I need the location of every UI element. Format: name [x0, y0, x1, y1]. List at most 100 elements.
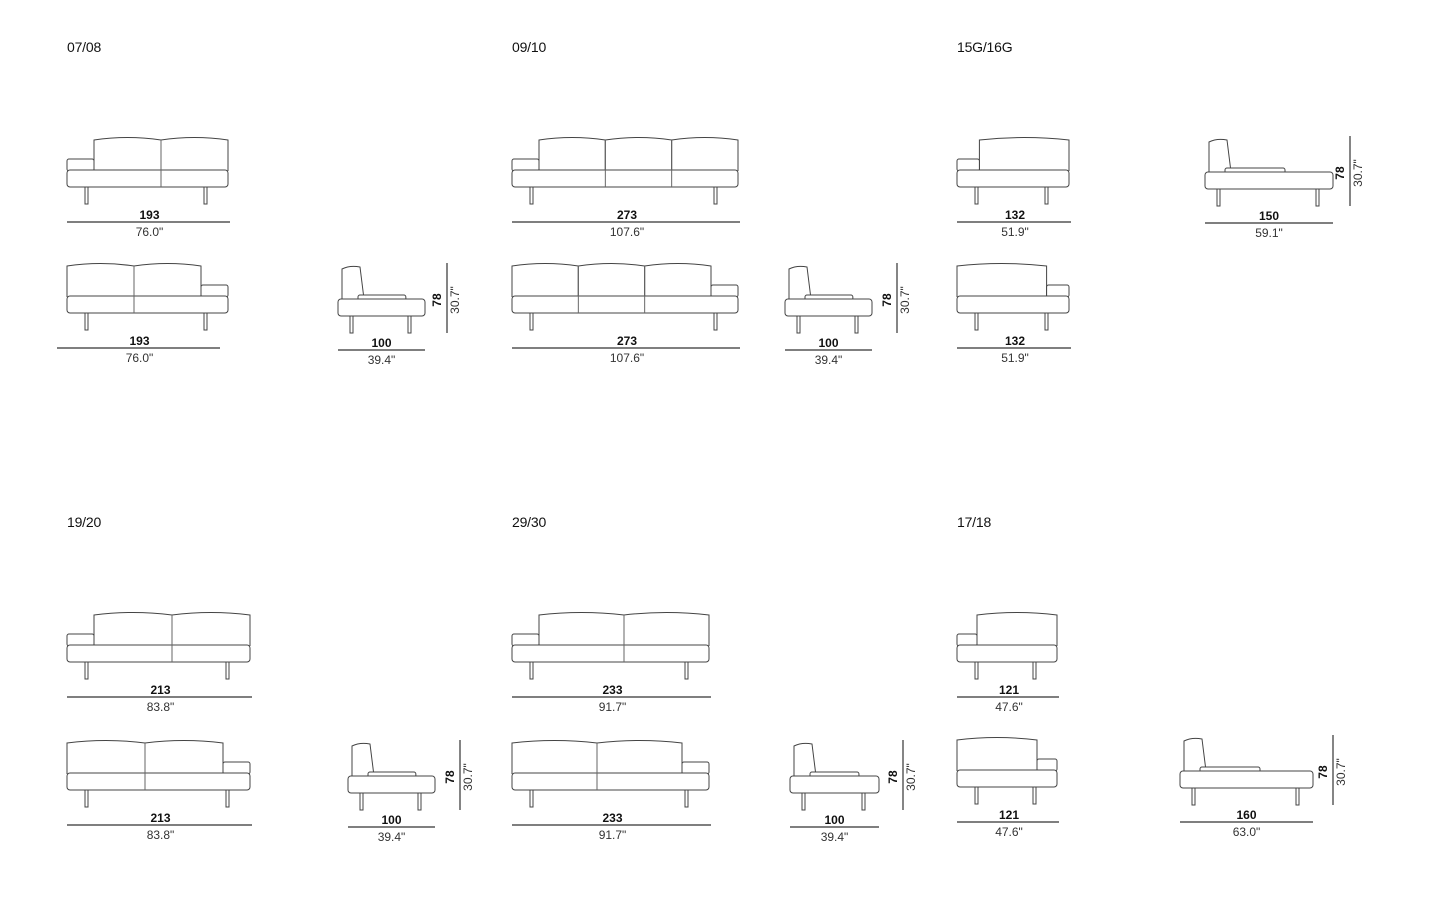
leg — [84, 186, 89, 205]
leg — [529, 186, 534, 205]
width-cm-label: 233 — [602, 811, 622, 825]
seat-base — [789, 775, 880, 794]
back-cushion — [577, 263, 646, 297]
back-cushion — [793, 742, 817, 777]
seat-base — [956, 169, 1070, 188]
back-cushion — [976, 612, 1058, 646]
width-cm-label: 132 — [1005, 334, 1025, 348]
height-cm-label: 78 — [886, 770, 900, 784]
leg — [203, 186, 208, 205]
width-inch-label: 51.9" — [1001, 351, 1029, 365]
armrest — [1036, 758, 1058, 772]
back-cushion — [93, 612, 173, 646]
armrest — [1046, 284, 1070, 298]
group-title-09-10: 09/10 — [512, 39, 547, 55]
width-cm-label: 193 — [129, 334, 149, 348]
width-inch-label: 107.6" — [610, 225, 644, 239]
depth-cm-label: 100 — [818, 336, 838, 350]
back-cushion — [596, 740, 683, 774]
depth-inch-label: 63.0" — [1233, 825, 1261, 839]
depth-inch-label: 39.4" — [378, 830, 406, 844]
back-cushion — [623, 612, 710, 646]
width-inch-label: 107.6" — [610, 351, 644, 365]
seat-base — [347, 775, 436, 794]
width-inch-label: 76.0" — [136, 225, 164, 239]
leg — [1216, 188, 1221, 207]
sofa-front-view: 132 51.9" — [956, 263, 1071, 365]
back-cushion — [341, 265, 365, 300]
depth-cm-label: 100 — [824, 813, 844, 827]
leg — [529, 312, 534, 331]
depth-inch-label: 59.1" — [1255, 226, 1283, 240]
width-cm-label: 213 — [150, 683, 170, 697]
group-title-07-08: 07/08 — [67, 39, 102, 55]
back-cushion — [956, 263, 1048, 297]
width-cm-label: 193 — [139, 208, 159, 222]
leg — [407, 315, 412, 334]
leg — [84, 312, 89, 331]
height-cm-label: 78 — [880, 293, 894, 307]
armrest — [956, 633, 978, 647]
seat-base — [66, 295, 229, 314]
leg — [84, 789, 89, 808]
back-cushion — [788, 265, 812, 300]
leg — [854, 315, 859, 334]
seat-base — [337, 298, 426, 317]
armrest — [956, 158, 980, 172]
height-inch-label: 30.7" — [461, 763, 475, 791]
leg — [225, 789, 230, 808]
depth-inch-label: 39.4" — [815, 353, 843, 367]
height-cm-label: 78 — [1333, 166, 1347, 180]
group-title-29-30: 29/30 — [512, 514, 547, 530]
seat-base — [66, 644, 251, 663]
armrest — [511, 158, 540, 172]
back-cushion — [1208, 138, 1232, 173]
back-cushion — [644, 263, 712, 297]
leg — [1032, 786, 1037, 805]
leg — [1191, 787, 1196, 806]
armrest — [66, 158, 95, 172]
seat-base — [956, 644, 1058, 663]
seat-base — [956, 295, 1070, 314]
width-inch-label: 83.8" — [147, 700, 175, 714]
seat-base — [66, 772, 251, 791]
depth-inch-label: 39.4" — [821, 830, 849, 844]
seat-base — [511, 772, 710, 791]
back-cushion — [978, 137, 1070, 171]
leg — [359, 792, 364, 811]
width-inch-label: 83.8" — [147, 828, 175, 842]
leg — [801, 792, 806, 811]
leg — [796, 315, 801, 334]
back-cushion — [538, 137, 606, 171]
group-title-15g-16g: 15G/16G — [957, 39, 1013, 55]
depth-cm-label: 100 — [381, 813, 401, 827]
leg — [84, 661, 89, 680]
height-inch-label: 30.7" — [1351, 159, 1365, 187]
width-cm-label: 132 — [1005, 208, 1025, 222]
leg — [974, 786, 979, 805]
depth-cm-label: 150 — [1259, 209, 1279, 223]
depth-cm-label: 100 — [371, 336, 391, 350]
back-cushion — [66, 263, 135, 297]
back-cushion — [604, 137, 673, 171]
back-cushion — [351, 742, 375, 777]
back-cushion — [538, 612, 625, 646]
seat-base — [1204, 171, 1334, 190]
armrest — [222, 761, 251, 775]
seat-base — [784, 298, 873, 317]
seat-base — [511, 295, 739, 314]
leg — [1044, 186, 1049, 205]
leg — [1044, 312, 1049, 331]
seat-base — [1179, 770, 1314, 789]
